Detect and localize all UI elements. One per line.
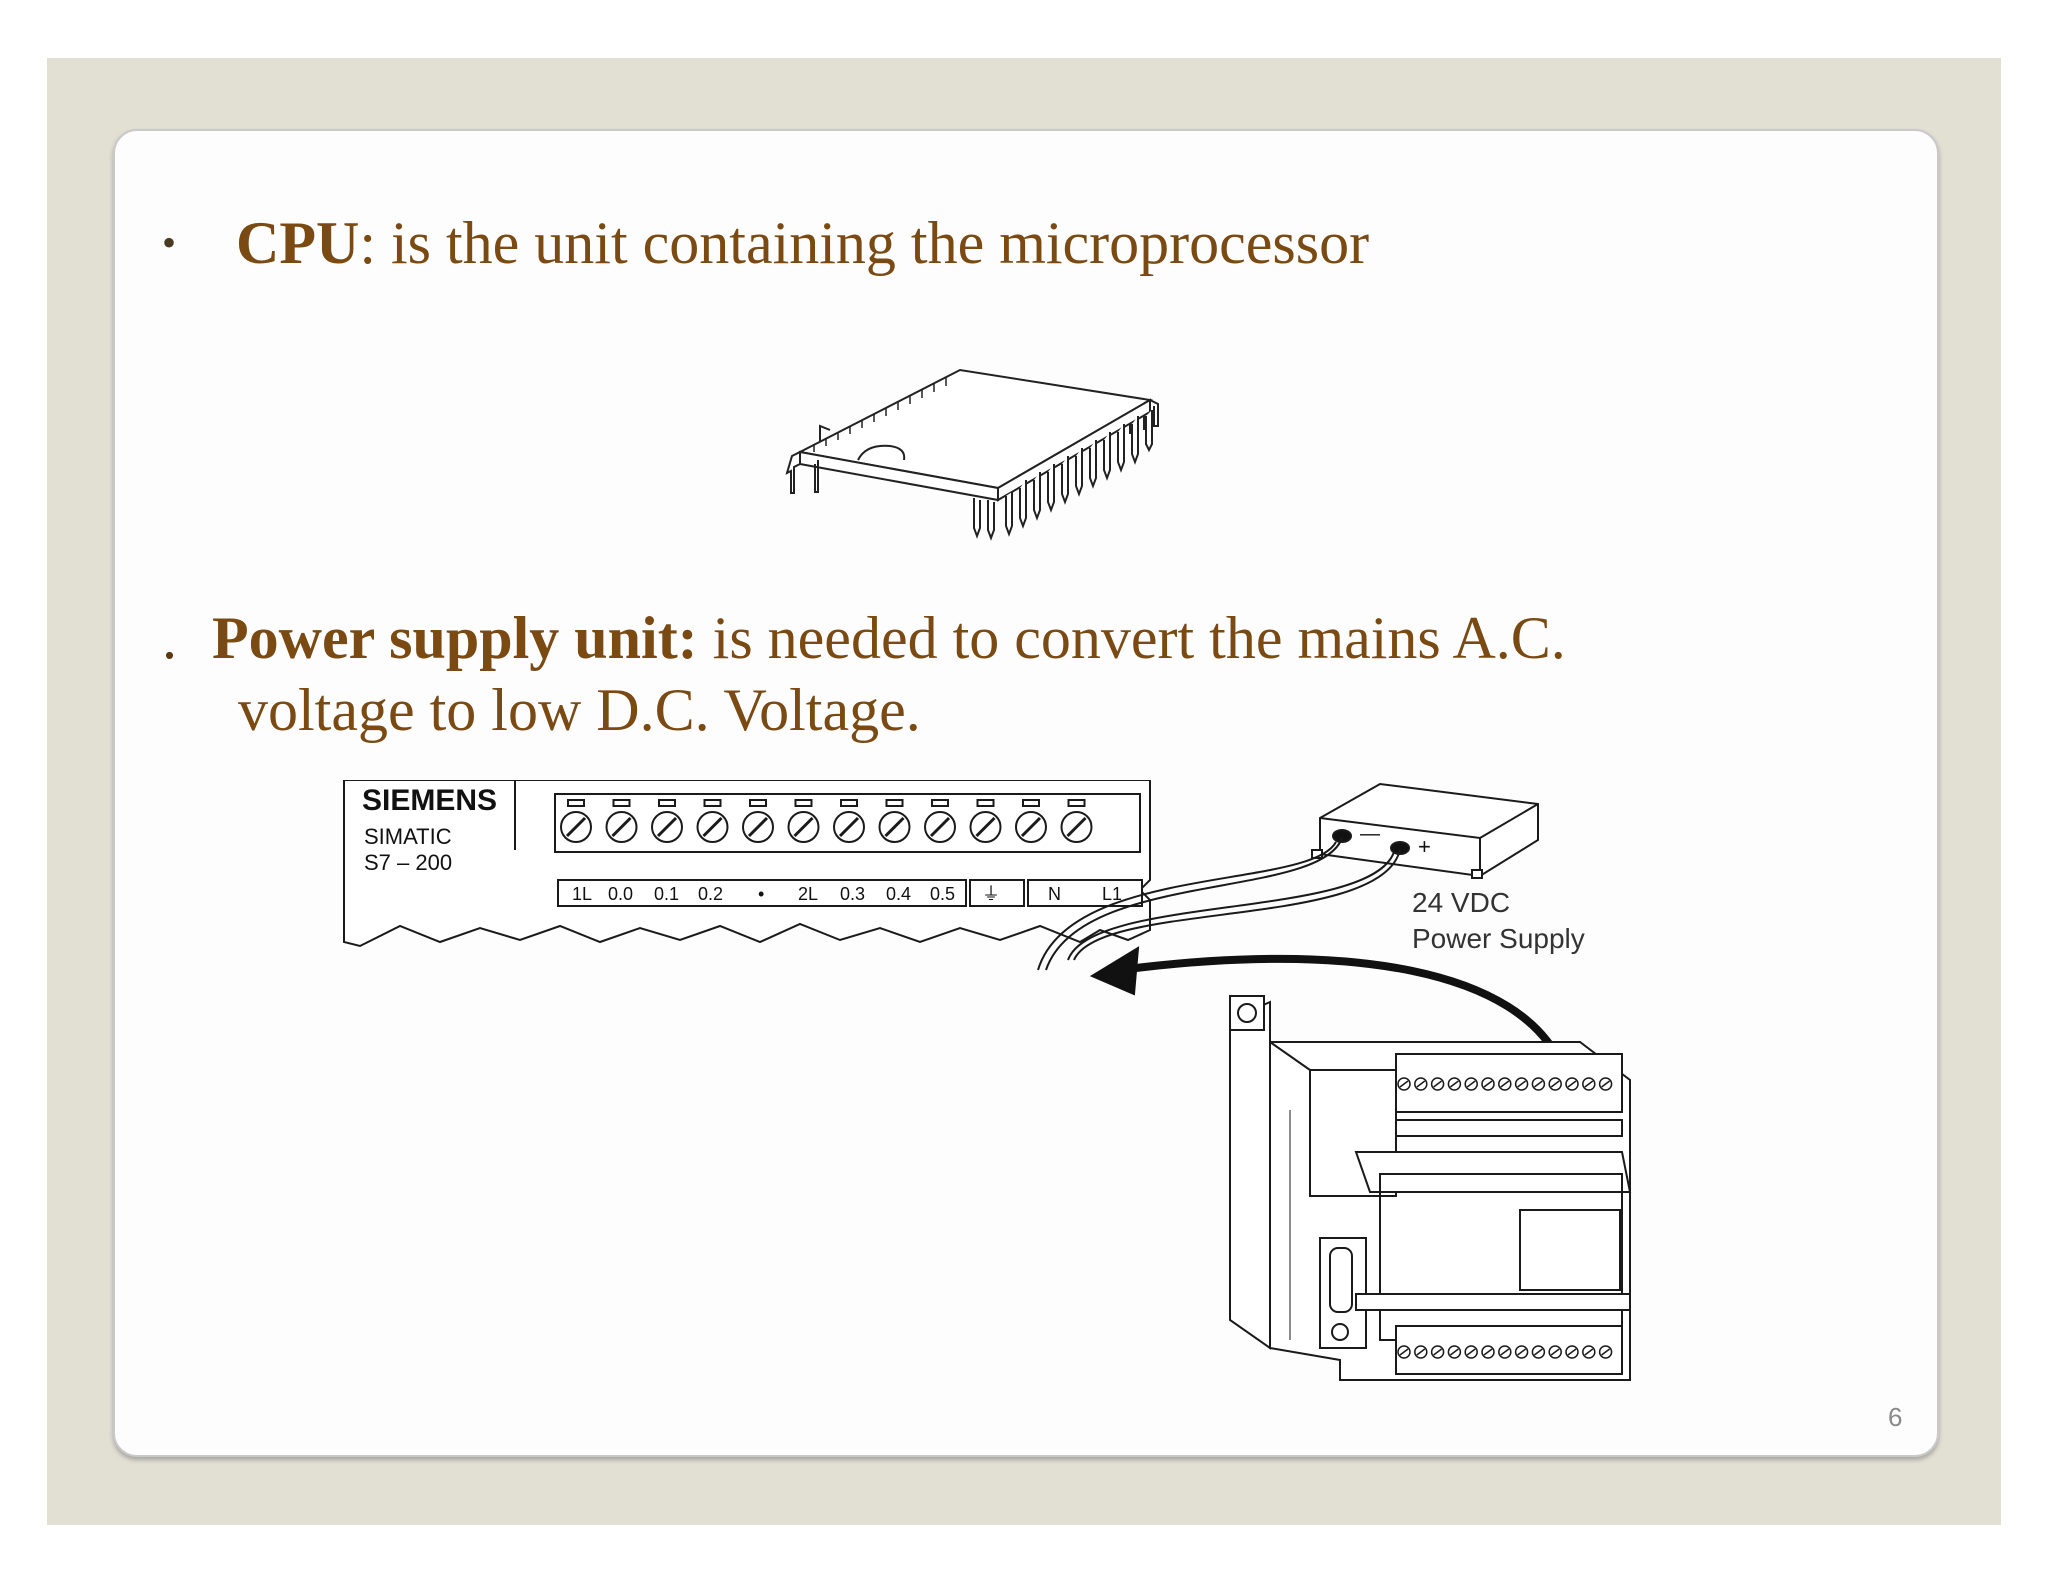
- terminal-block-enlarged: [343, 780, 1151, 948]
- screw-slot: [747, 816, 769, 838]
- screw-slot: [611, 816, 632, 838]
- terminal-label: 0.3: [840, 884, 865, 904]
- plc-screw-slot: [1416, 1080, 1426, 1088]
- bullet-marker: •: [162, 220, 177, 265]
- plc-screw-slot: [1433, 1348, 1443, 1356]
- terminal-tab: [976, 799, 995, 807]
- plc-screw-slot: [1466, 1348, 1476, 1356]
- terminal-labels: 1L 0.0 0.1 0.2 • 2L 0.3 0.4 0.5 ⏚ N L1: [572, 884, 1122, 904]
- power-supply-line1: Power supply unit: is needed to convert …: [212, 604, 1566, 672]
- plc-screw-slot: [1483, 1348, 1493, 1356]
- terminal-label: N: [1048, 884, 1061, 904]
- plc-screw-slot: [1466, 1080, 1476, 1088]
- terminal-label: L1: [1102, 884, 1122, 904]
- terminal-label: 0.4: [886, 884, 911, 904]
- plc-screw-slot: [1500, 1080, 1510, 1088]
- microprocessor-chip-illustration: [785, 368, 1159, 541]
- screw-slot: [929, 816, 951, 838]
- screw-slot: [1066, 816, 1087, 838]
- supply-label-line1: 24 VDC: [1412, 887, 1510, 918]
- power-supply-description: is needed to convert the mains A.C.: [697, 605, 1566, 671]
- term-power-supply: Power supply unit:: [212, 605, 698, 671]
- plc-screw-slot: [1416, 1348, 1426, 1356]
- terminal-tab: [840, 799, 858, 807]
- plc-screw-slot: [1584, 1348, 1594, 1356]
- screw-slot: [565, 816, 587, 838]
- plc-screw-slot: [1517, 1080, 1527, 1088]
- plc-screw-slot: [1567, 1080, 1577, 1088]
- power-supply-polarity: — +: [1360, 823, 1431, 859]
- plc-screw-slot: [1601, 1080, 1611, 1088]
- terminal-label: ⏚: [982, 884, 1000, 904]
- terminal-tab: [658, 799, 676, 807]
- screw-slot: [1020, 816, 1042, 838]
- terminal-tab: [1067, 799, 1086, 807]
- term-cpu: CPU: [236, 210, 360, 276]
- screw-slot: [975, 816, 996, 838]
- plc-screw-slot: [1449, 1348, 1459, 1356]
- terminal-label: 0.0: [608, 884, 633, 904]
- terminal-tab: [794, 799, 813, 807]
- chip-front-pins: [973, 410, 1153, 541]
- terminal-label: 0.1: [654, 884, 679, 904]
- screw-slot: [793, 816, 814, 838]
- terminal-tab: [749, 799, 767, 807]
- product-line-text: SIMATIC: [364, 824, 452, 849]
- supply-label: 24 VDC Power Supply: [1412, 887, 1585, 954]
- plc-screw-slot: [1399, 1348, 1409, 1356]
- terminal-tab: [612, 799, 631, 807]
- plc-screw-slot: [1550, 1348, 1560, 1356]
- power-supply-line2: voltage to low D.C. Voltage.: [238, 677, 921, 743]
- screw-slot: [656, 816, 678, 838]
- plc-screw-slot: [1601, 1348, 1611, 1356]
- plc-screw-slot: [1500, 1348, 1510, 1356]
- brand-text: SIEMENS: [362, 784, 497, 817]
- terminal-label: 0.2: [698, 884, 723, 904]
- plc-screw-slot: [1399, 1080, 1409, 1088]
- screw-slot: [702, 816, 723, 838]
- power-supply-box: [1311, 782, 1539, 879]
- plc-screw-slot: [1517, 1348, 1527, 1356]
- plc-screw-slot: [1433, 1080, 1443, 1088]
- terminal-label: 1L: [572, 884, 592, 904]
- plc-unit: [1229, 995, 1632, 1381]
- plc-screw-slot: [1533, 1348, 1543, 1356]
- arrow-head-icon: [1089, 946, 1140, 996]
- plc-screw-slot: [1584, 1080, 1594, 1088]
- page-number: 6: [1888, 1402, 1903, 1432]
- terminal-label: 2L: [798, 884, 818, 904]
- terminal-tab: [1022, 799, 1040, 807]
- terminal-label: •: [758, 884, 764, 904]
- bullet-cpu-text: CPU: is the unit containing the micropro…: [236, 208, 1369, 278]
- chip-top-pin-stubs: [813, 378, 947, 452]
- terminal-tab: [885, 799, 904, 807]
- plc-screw-slot: [1483, 1080, 1493, 1088]
- model-text: S7 – 200: [364, 850, 452, 875]
- plc-screw-slot: [1533, 1080, 1543, 1088]
- brand-block: SIEMENS SIMATIC S7 – 200: [362, 784, 497, 875]
- terminal-tab: [703, 799, 722, 807]
- bullet-marker: .: [162, 605, 177, 671]
- screw-slot: [838, 816, 860, 838]
- plc-screw-slot: [1567, 1348, 1577, 1356]
- screw-slot: [884, 816, 905, 838]
- plc-power-supply-diagram: 1L 0.0 0.1 0.2 • 2L 0.3 0.4 0.5 ⏚ N L1 S…: [343, 780, 1632, 1381]
- supply-label-line2: Power Supply: [1412, 923, 1585, 954]
- terminal-tab: [567, 799, 585, 807]
- cpu-description: : is the unit containing the microproces…: [359, 210, 1370, 276]
- polarity-plus: +: [1418, 834, 1431, 859]
- supply-cables: [1037, 837, 1401, 971]
- terminal-label: 0.5: [930, 884, 955, 904]
- plc-screw-slot: [1550, 1080, 1560, 1088]
- connection-arrow: [1119, 954, 1566, 1068]
- terminal-tab: [931, 799, 949, 807]
- plc-screw-slot: [1449, 1080, 1459, 1088]
- polarity-minus: —: [1360, 823, 1380, 845]
